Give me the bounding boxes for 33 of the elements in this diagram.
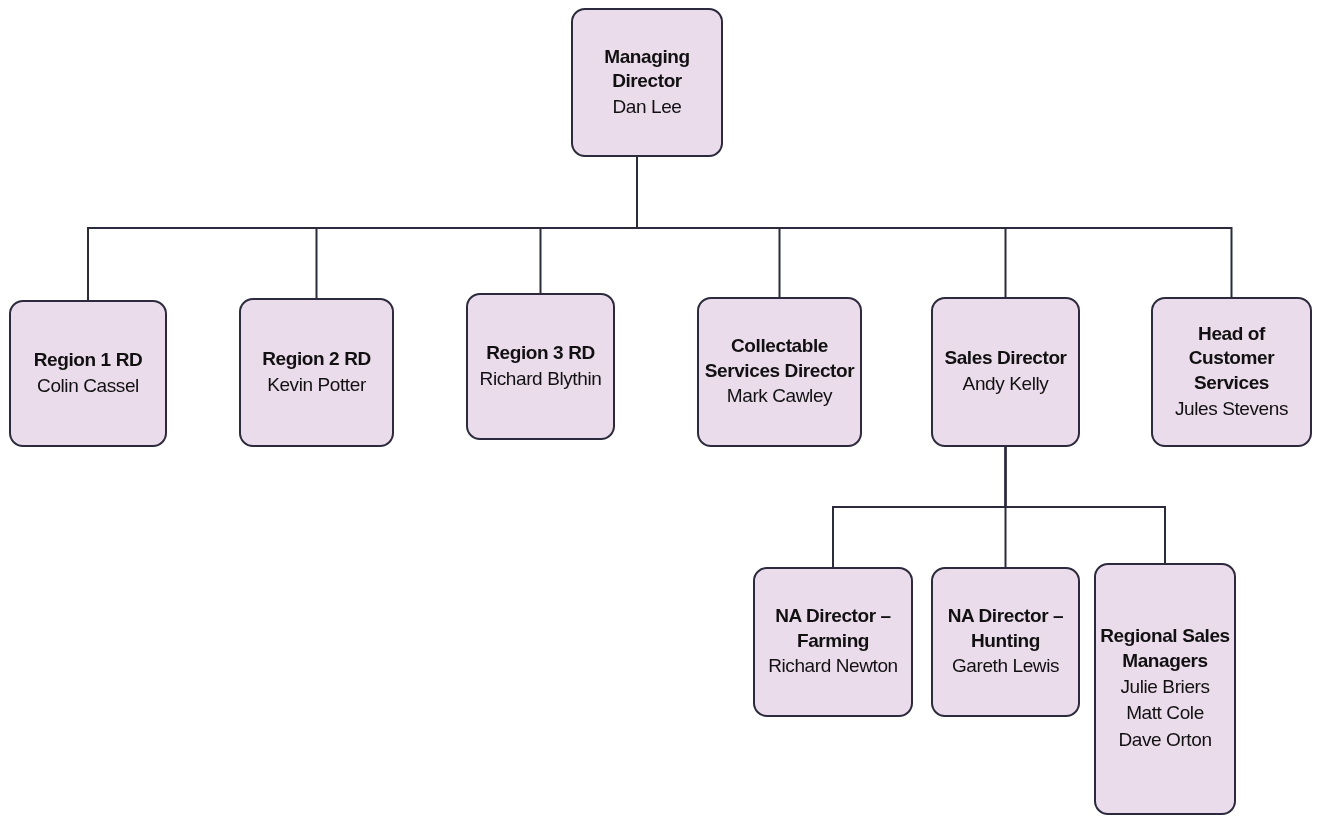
role-box xyxy=(931,297,1080,447)
role-box xyxy=(571,8,723,157)
role-box xyxy=(931,567,1080,717)
person-name: Julie Briers xyxy=(1120,674,1210,699)
role-title: NA Director – Hunting xyxy=(946,604,1065,653)
person-name: Richard Newton xyxy=(768,654,898,679)
role-box xyxy=(9,300,167,447)
role-title: Region 1 RD xyxy=(33,347,143,372)
role-title: Sales Director xyxy=(944,346,1067,371)
person-name: Mark Cawley xyxy=(726,384,833,409)
person-name: Jules Stevens xyxy=(1174,396,1289,421)
role-box xyxy=(466,293,615,440)
role-box xyxy=(697,297,862,447)
person-name: Dave Orton xyxy=(1118,728,1212,752)
person-name: Andy Kelly xyxy=(962,372,1049,397)
role-title: Managing Director xyxy=(603,44,691,94)
role-title: Collectable Services Director xyxy=(703,334,856,383)
connector-line xyxy=(1004,446,1166,564)
person-name: Matt Cole xyxy=(1126,701,1204,726)
role-box xyxy=(1151,297,1312,447)
role-title: Region 2 RD xyxy=(262,346,371,371)
role-box xyxy=(753,567,913,717)
role-title: Regional Sales Managers xyxy=(1100,624,1230,674)
role-title: Head of Customer Services xyxy=(1187,321,1276,396)
role-title: NA Director – Farming xyxy=(774,604,892,653)
person-name: Dan Lee xyxy=(612,94,682,119)
role-box xyxy=(239,298,394,447)
person-name: Kevin Potter xyxy=(267,372,366,397)
person-name: Richard Blythin xyxy=(479,366,602,391)
role-box xyxy=(1094,563,1236,815)
person-name: Gareth Lewis xyxy=(951,654,1060,679)
person-name: Colin Cassel xyxy=(37,373,139,398)
role-title: Region 3 RD xyxy=(486,340,595,365)
